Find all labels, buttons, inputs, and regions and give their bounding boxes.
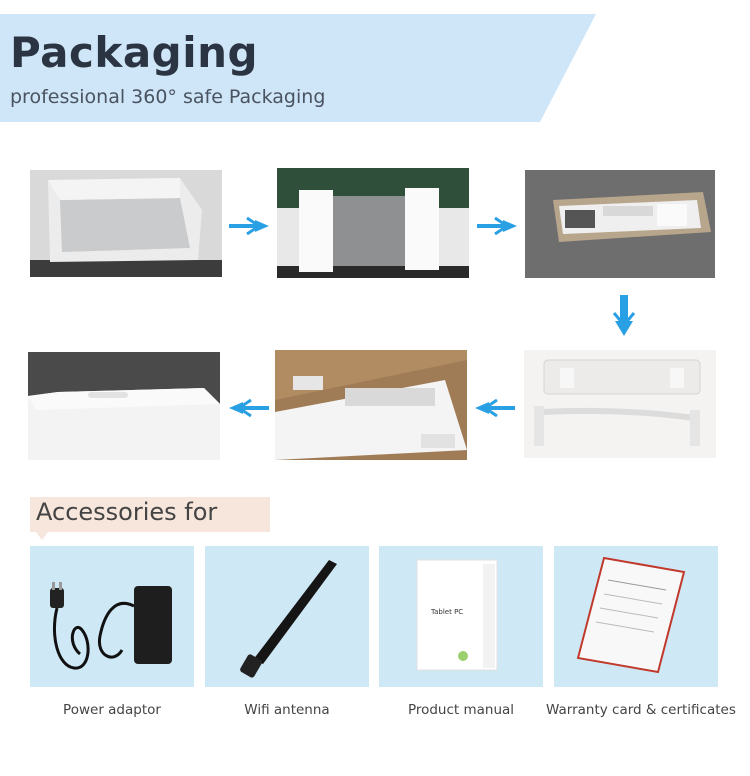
accessories-tag-notch: [36, 532, 48, 540]
accessory-card-product-manual: Tablet PC: [379, 546, 543, 687]
accessory-label: Power adaptor: [63, 702, 161, 718]
accessory-label: Product manual: [407, 702, 515, 718]
arrow-right-icon: [477, 216, 519, 241]
accessory-label: Warranty card & certificates: [546, 702, 736, 718]
manual-cover-text: Tablet PC: [431, 608, 464, 616]
photo-wrapped-tablet: [30, 170, 222, 277]
arrow-down-icon: [612, 295, 636, 342]
arrow-left-icon: [227, 398, 269, 423]
arrow-right-icon: [229, 216, 271, 241]
accessory-card-warranty: [554, 546, 718, 687]
photo-boxed-with-accessories: [525, 170, 715, 278]
warranty-card-image: [576, 556, 686, 674]
product-manual-image: [416, 559, 498, 671]
arrow-left-icon: [473, 398, 515, 423]
header-banner: [0, 14, 596, 122]
wifi-antenna-image: [240, 560, 337, 678]
accessory-label: Wifi antenna: [244, 702, 330, 718]
accessories-heading: Accessories for: [36, 498, 218, 526]
photo-box-handle: [524, 350, 716, 458]
accessory-card-wifi-antenna: [205, 546, 369, 687]
page-subtitle: professional 360° safe Packaging: [10, 86, 326, 108]
accessories-tag: [30, 497, 270, 532]
photo-sealed-box: [28, 352, 220, 460]
power-adaptor-image: [50, 582, 172, 670]
page-title: Packaging: [10, 28, 259, 77]
photo-handle-attached: [275, 350, 467, 460]
accessory-card-power-adaptor: [30, 546, 194, 687]
photo-foam-corners: [277, 168, 469, 278]
